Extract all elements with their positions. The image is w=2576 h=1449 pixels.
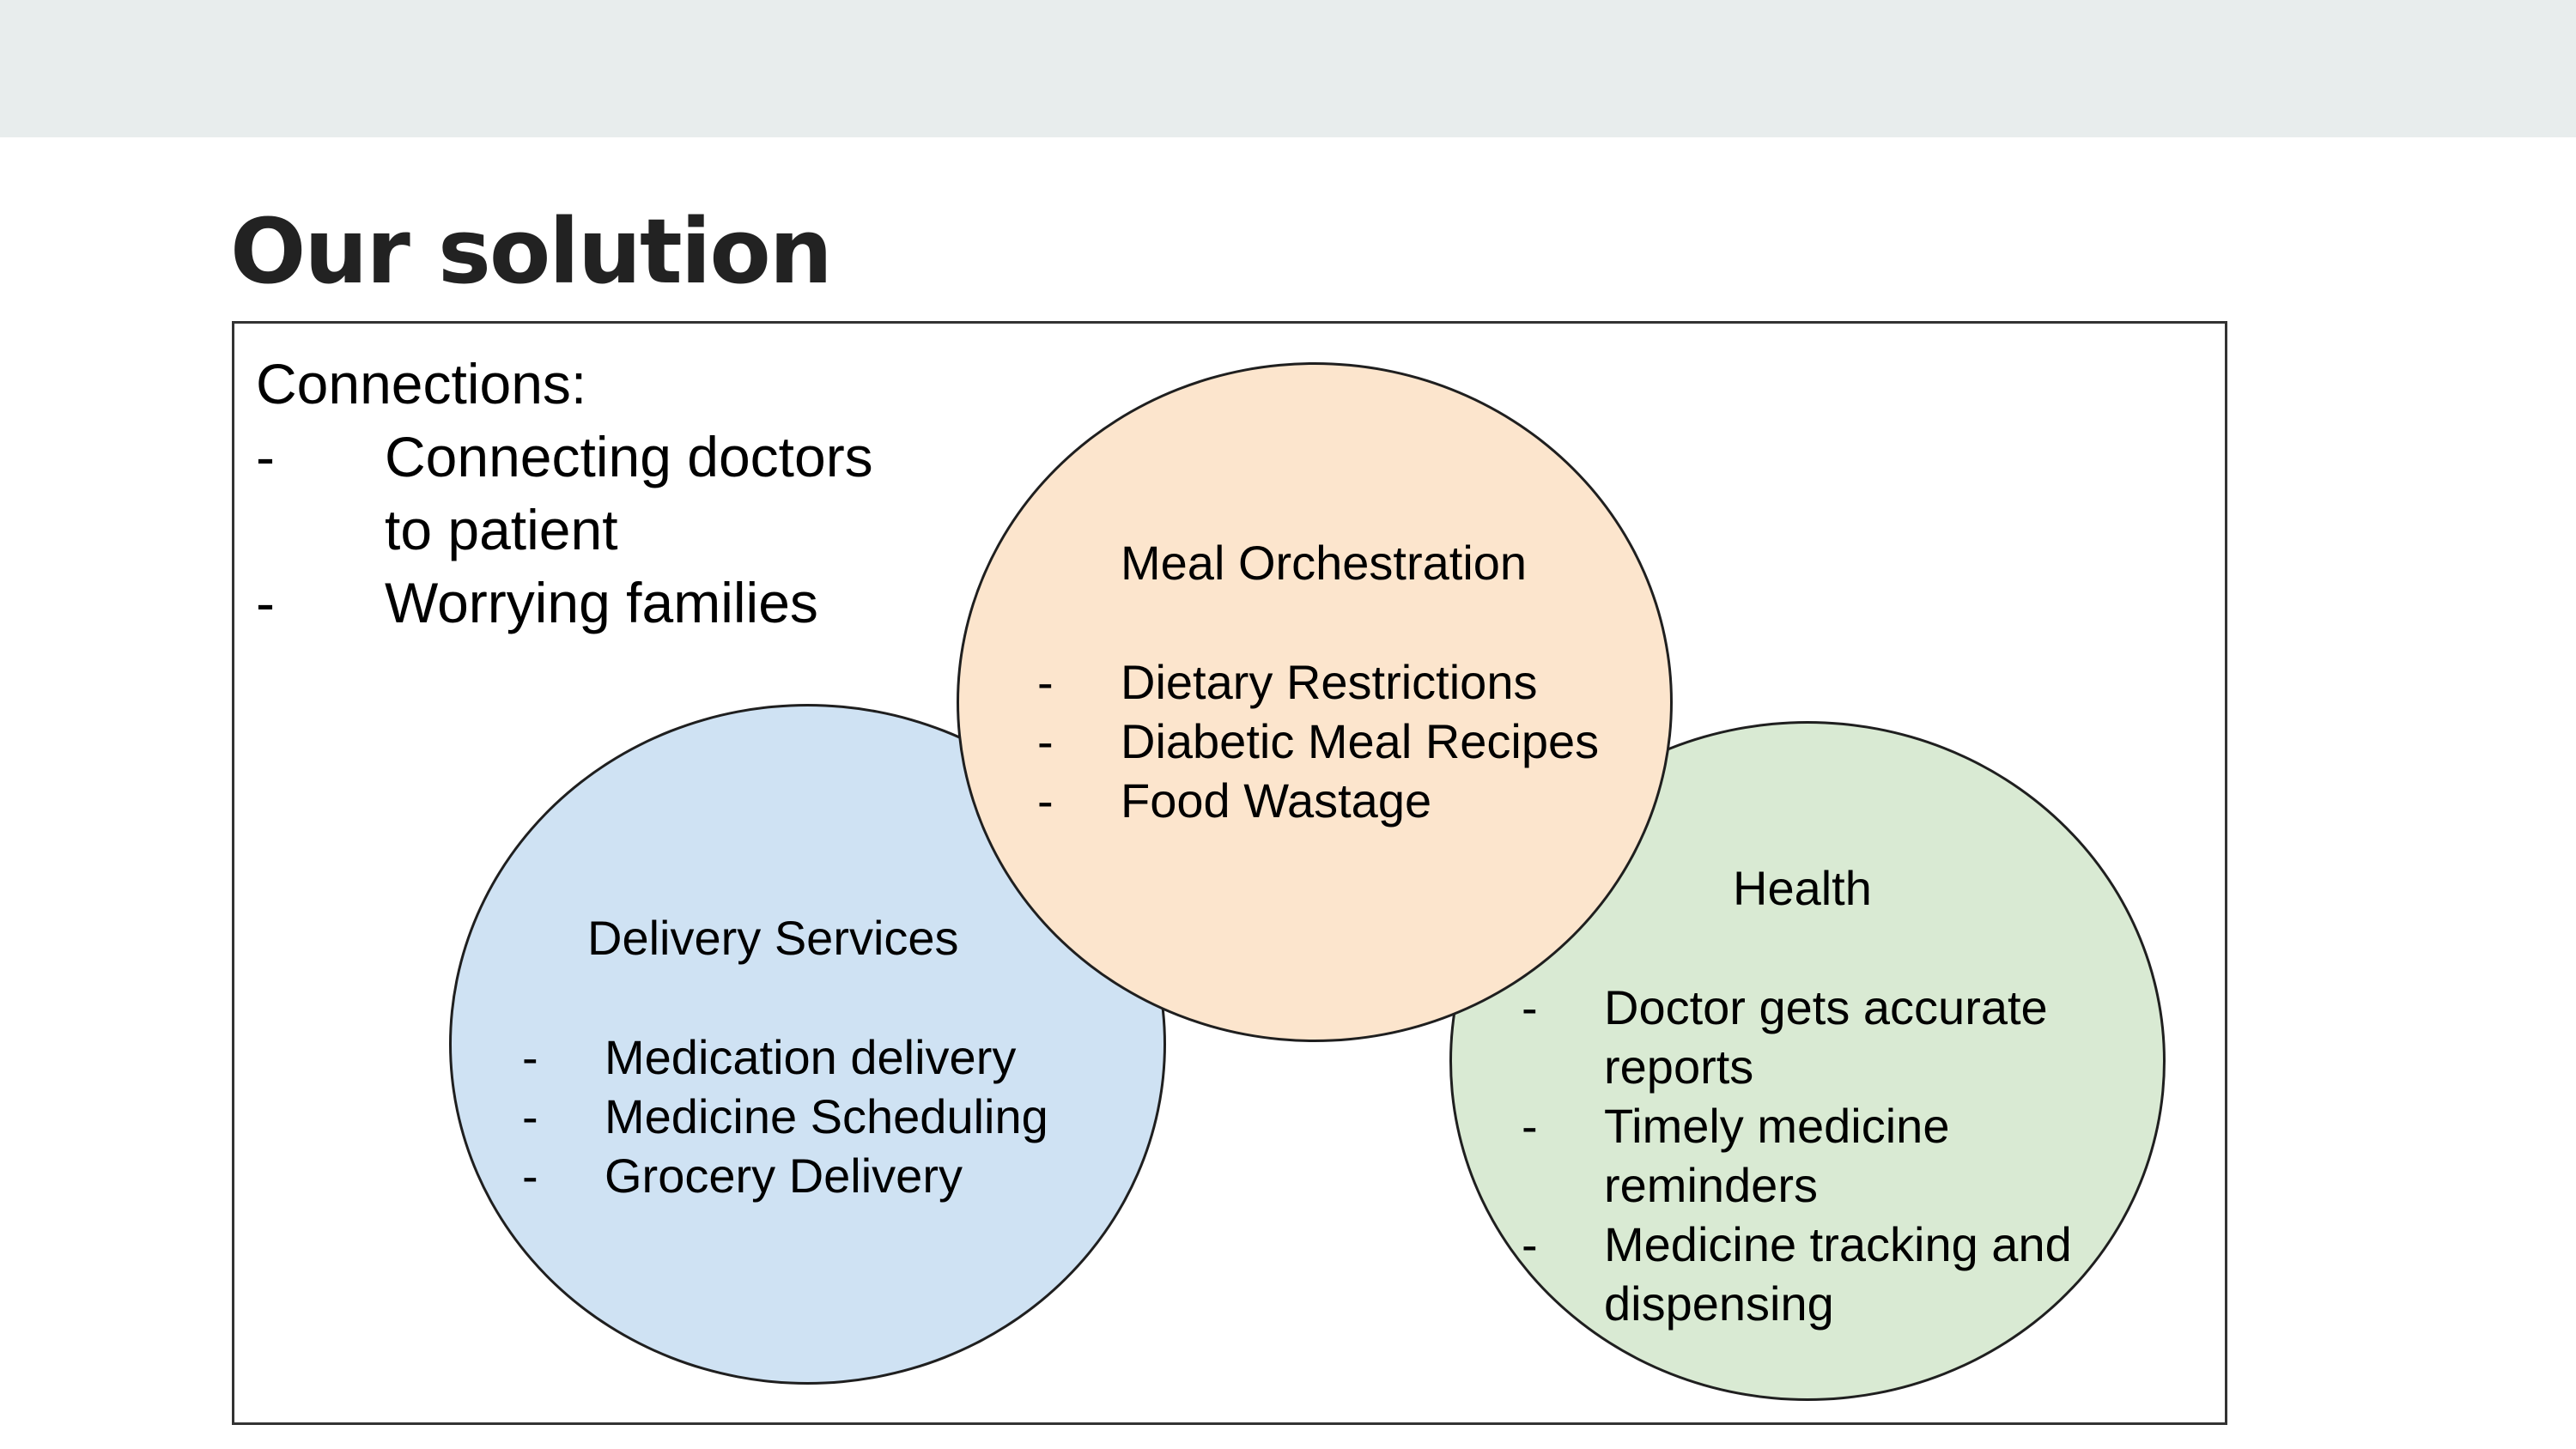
list-item: - Medicine Scheduling <box>522 1087 1048 1146</box>
bullet-dash: - <box>522 1030 538 1084</box>
bullet-dash: - <box>1522 1099 1538 1153</box>
list-item-line: Food Wastage <box>1121 773 1432 828</box>
list-item-line: to patient <box>385 498 618 561</box>
list-item: - Doctor gets accurate reports <box>1522 978 2072 1096</box>
header-band <box>0 0 2576 137</box>
health-list: - Doctor gets accurate reports - Timely medi… <box>1522 978 2072 1333</box>
list-item-line: Grocery Delivery <box>605 1149 963 1203</box>
list-item: - Diabetic Meal Recipes <box>1037 712 1599 771</box>
list-item-line: Doctor gets accurate <box>1604 980 2048 1034</box>
health-title: Health <box>1733 861 1872 915</box>
diagram-frame <box>232 321 2227 1425</box>
list-item-line: Medication delivery <box>605 1030 1017 1084</box>
connections-block: Connections: - Connecting doctors to patie… <box>256 348 873 640</box>
list-item-line: Medicine tracking and <box>1604 1217 2072 1271</box>
bullet-dash: - <box>256 425 275 488</box>
list-item: - Medication delivery <box>522 1028 1048 1087</box>
bullet-dash: - <box>1522 1217 1538 1271</box>
delivery-text: Delivery Services - Medication delivery - M… <box>522 908 1048 1205</box>
connections-list: - Connecting doctors to patient - Worrying f… <box>256 421 873 640</box>
bullet-dash: - <box>256 571 275 634</box>
list-item-line: reminders <box>1604 1158 1818 1212</box>
list-item: - Food Wastage <box>1037 771 1599 830</box>
bullet-dash: - <box>1037 714 1054 768</box>
bullet-dash: - <box>522 1089 538 1143</box>
bullet-dash: - <box>1037 773 1054 828</box>
slide-title: Our solution <box>230 199 833 304</box>
bullet-dash: - <box>1037 655 1054 709</box>
list-item-line: Worrying families <box>385 571 818 634</box>
list-item-line: Diabetic Meal Recipes <box>1121 714 1600 768</box>
list-item: - Dietary Restrictions <box>1037 652 1599 712</box>
list-item: - Worrying families <box>256 567 873 640</box>
connections-heading: Connections: <box>256 352 587 415</box>
bullet-dash: - <box>1522 980 1538 1034</box>
list-item-line: Dietary Restrictions <box>1121 655 1538 709</box>
meal-title: Meal Orchestration <box>1121 536 1528 590</box>
list-item: - Grocery Delivery <box>522 1146 1048 1205</box>
list-item-line: reports <box>1604 1040 1754 1094</box>
delivery-list: - Medication delivery - Medicine Scheduling… <box>522 1028 1048 1205</box>
health-text: Health - Doctor gets accurate reports - Time… <box>1522 858 2072 1333</box>
list-item-line: dispensing <box>1604 1276 1834 1331</box>
list-item-line: Timely medicine <box>1604 1099 1950 1153</box>
list-item-line: Connecting doctors <box>385 425 873 488</box>
meal-orchestration-circle <box>957 362 1673 1042</box>
bullet-dash: - <box>522 1149 538 1203</box>
list-item: - Connecting doctors to patient <box>256 421 873 567</box>
delivery-title: Delivery Services <box>587 911 959 965</box>
meal-text: Meal Orchestration - Dietary Restrictions… <box>1037 533 1599 830</box>
meal-list: - Dietary Restrictions - Diabetic Meal Reci… <box>1037 652 1599 830</box>
list-item-line: Medicine Scheduling <box>605 1089 1048 1143</box>
